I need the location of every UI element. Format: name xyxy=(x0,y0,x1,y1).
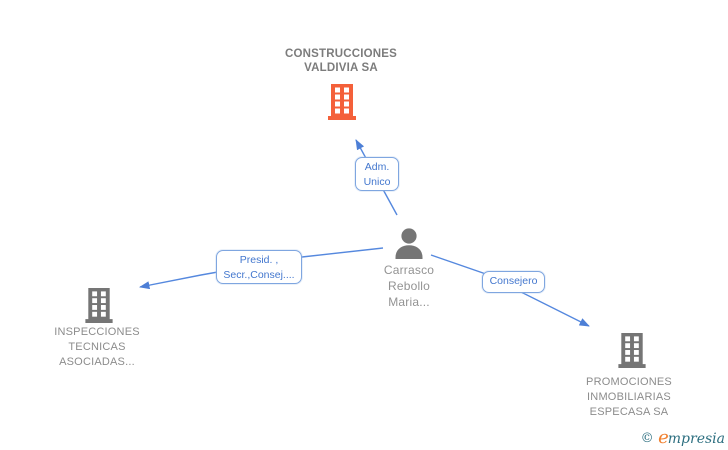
building-icon xyxy=(85,288,113,323)
building-icon xyxy=(328,84,356,120)
copyright-icon: © xyxy=(640,431,654,446)
brand-text: mpresia xyxy=(667,431,725,447)
label-line: Secr.,Consej.... xyxy=(223,269,295,281)
label-line: INMOBILIARIAS xyxy=(587,391,671,403)
node-company-top-icon[interactable] xyxy=(328,84,356,125)
label-line: Unico xyxy=(363,176,391,188)
edge-label-adm-unico: Adm. Unico xyxy=(355,157,399,191)
label-line: ESPECASA SA xyxy=(589,406,669,418)
node-company-right-icon[interactable] xyxy=(618,333,646,373)
node-person-icon[interactable] xyxy=(393,228,425,264)
label-line: Rebollo xyxy=(387,279,431,293)
label-line: Presid. , xyxy=(239,254,279,266)
label-line: INSPECCIONES xyxy=(54,326,140,338)
node-company-left-label[interactable]: INSPECCIONES TECNICAS ASOCIADAS... xyxy=(33,325,161,370)
label-line: Consejero xyxy=(489,275,538,287)
node-company-top-label[interactable]: CONSTRUCCIONES VALDIVIA SA xyxy=(241,47,441,75)
empresia-logo[interactable]: © empresia xyxy=(641,427,725,448)
edge-label-presid-secr: Presid. , Secr.,Consej.... xyxy=(216,250,302,284)
node-company-right-label[interactable]: PROMOCIONES INMOBILIARIAS ESPECASA SA xyxy=(565,375,693,420)
label-line: Adm. xyxy=(364,161,390,173)
person-icon xyxy=(395,228,423,259)
label-line: TECNICAS xyxy=(68,341,126,353)
node-person-label[interactable]: Carrasco Rebollo Maria... xyxy=(359,262,459,310)
label-line: VALDIVIA SA xyxy=(304,62,378,74)
label-line: Carrasco xyxy=(383,263,435,277)
label-line: ASOCIADAS... xyxy=(59,356,135,368)
label-line: Maria... xyxy=(388,295,430,309)
node-company-left-icon[interactable] xyxy=(85,288,113,328)
label-line: PROMOCIONES xyxy=(586,376,672,388)
brand-initial: e xyxy=(658,427,669,448)
label-line: CONSTRUCCIONES xyxy=(284,48,398,60)
building-icon xyxy=(618,333,646,368)
edge-label-consejero: Consejero xyxy=(482,271,545,293)
